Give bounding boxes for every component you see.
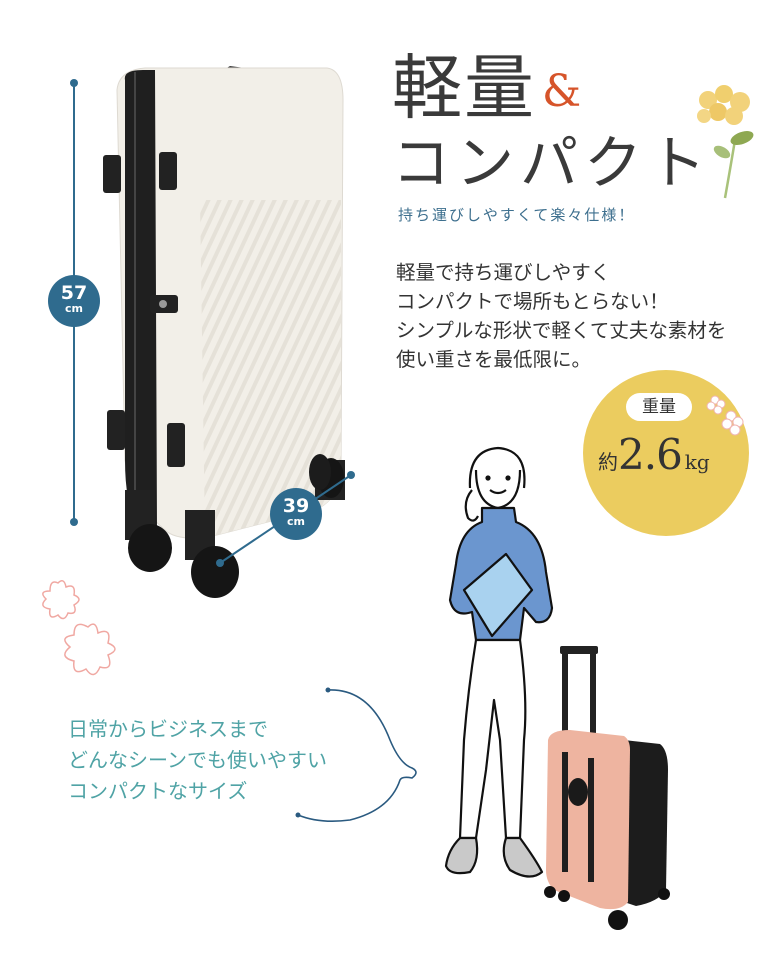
title-main: 軽量 bbox=[392, 47, 536, 129]
main-suitcase-image bbox=[103, 66, 345, 598]
description-text: 軽量で持ち運びしやすく コンパクトで場所もとらない！ シンプルな形状で軽くて丈夫… bbox=[396, 258, 726, 374]
description-line: コンパクトで場所もとらない！ bbox=[396, 290, 669, 313]
caption-line: どんなシーンでも使いやすい bbox=[68, 748, 327, 772]
height-unit: cm bbox=[65, 302, 83, 315]
title-ampersand: & bbox=[542, 66, 584, 117]
caption-text: 日常からビジネスまで どんなシーンでも使いやすい コンパクトなサイズ bbox=[68, 714, 327, 807]
description-line: 軽量で持ち運びしやすく bbox=[396, 261, 611, 284]
weight-unit: kg bbox=[684, 450, 710, 474]
bracket-curve-icon bbox=[295, 687, 417, 822]
height-badge: 57 cm bbox=[48, 275, 100, 327]
width-badge: 39 cm bbox=[270, 488, 322, 540]
height-value: 57 bbox=[60, 282, 88, 304]
sakura-outline-icon bbox=[42, 580, 116, 676]
sakura-icon bbox=[706, 395, 744, 436]
weight-number: 2.6 bbox=[618, 430, 683, 479]
page-title: 軽量& bbox=[392, 48, 583, 132]
weight-label: 重量 bbox=[626, 393, 692, 421]
pink-suitcase-image bbox=[544, 646, 670, 930]
height-dimension-bottom-dot bbox=[70, 518, 78, 526]
weight-prefix: 約 bbox=[598, 450, 618, 474]
woman-illustration bbox=[444, 446, 554, 878]
caption-line: 日常からビジネスまで bbox=[68, 717, 268, 741]
width-unit: cm bbox=[287, 515, 305, 528]
description-line: 使い重さを最低限に。 bbox=[396, 348, 592, 371]
title-compact: コンパクト bbox=[392, 129, 713, 197]
subtitle: 持ち運びしやすくて楽々仕様！ bbox=[398, 206, 636, 224]
caption-line: コンパクトなサイズ bbox=[68, 779, 248, 803]
flower-icon bbox=[697, 85, 754, 199]
width-value: 39 bbox=[282, 495, 310, 517]
description-line: シンプルな形状で軽くて丈夫な素材を bbox=[396, 319, 727, 342]
